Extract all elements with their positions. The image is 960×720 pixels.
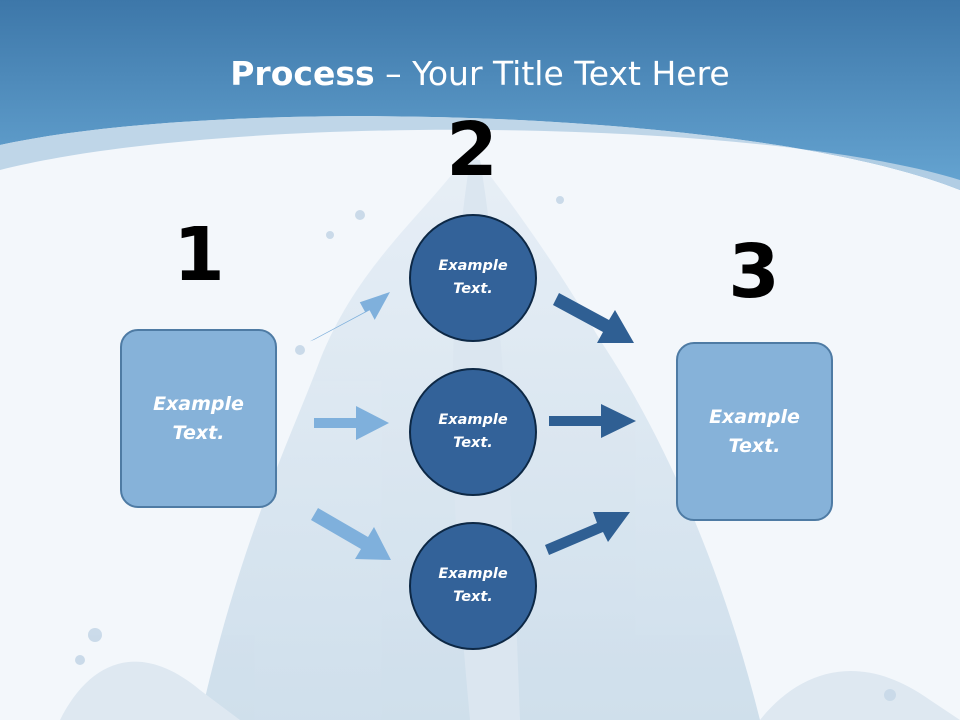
step-1-box: Example Text.	[120, 329, 277, 508]
arrow-bottom-to-3	[545, 512, 630, 555]
slide-title: Process – Your Title Text Here	[0, 52, 960, 96]
step-2-circle-bottom: Example Text.	[409, 522, 537, 650]
arrow-top-to-3	[553, 293, 634, 343]
step-1-text: Example Text.	[153, 392, 244, 444]
step-3-text: Example Text.	[709, 405, 800, 457]
title-bold: Process	[230, 54, 375, 93]
step-3-number: 3	[728, 229, 780, 315]
step-2-circle-top: Example Text.	[409, 214, 537, 342]
step-2-text-middle: Example Text.	[438, 412, 508, 451]
arrow-1-to-middle	[314, 406, 389, 440]
step-2-number: 2	[446, 107, 498, 193]
title-rest: – Your Title Text Here	[374, 54, 730, 93]
step-1-number: 1	[173, 212, 225, 298]
step-2-text-bottom: Example Text.	[438, 566, 508, 605]
arrow-1-to-bottom	[311, 508, 391, 560]
arrow-middle-to-3	[549, 404, 636, 438]
header-band	[0, 0, 960, 190]
header-swoosh	[0, 116, 960, 190]
arrow-1-to-top	[309, 292, 390, 342]
step-2-text-top: Example Text.	[438, 258, 508, 297]
step-2-circle-middle: Example Text.	[409, 368, 537, 496]
step-3-box: Example Text.	[676, 342, 833, 521]
